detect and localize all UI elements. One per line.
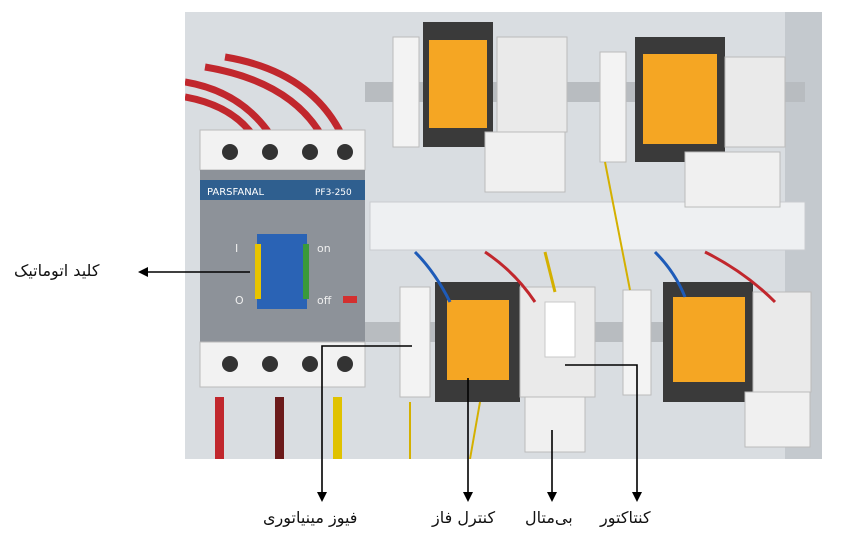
label-miniature-fuse: فیوز مینیاتوری bbox=[263, 508, 358, 527]
label-bimetal: بی‌متال bbox=[525, 508, 573, 527]
top-row-components bbox=[392, 22, 786, 208]
main-breaker: PARSFANAL PF3-250 I on O off bbox=[199, 129, 366, 388]
svg-text:I: I bbox=[235, 242, 238, 255]
label-contactor: کنتاکتور bbox=[600, 508, 651, 527]
svg-text:O: O bbox=[235, 294, 244, 307]
svg-text:PF3-250: PF3-250 bbox=[315, 188, 352, 198]
svg-text:off: off bbox=[317, 294, 332, 307]
panel-photo: PARSFANAL PF3-250 I on O off bbox=[185, 12, 822, 459]
bottom-row-components bbox=[399, 282, 812, 453]
panel-illustration: PARSFANAL PF3-250 I on O off bbox=[185, 12, 822, 459]
label-automatic-switch: کلید اتوماتیک bbox=[14, 261, 100, 280]
svg-text:PARSFANAL: PARSFANAL bbox=[207, 187, 265, 198]
label-phase-control: کنترل فاز bbox=[432, 508, 496, 527]
svg-text:on: on bbox=[317, 242, 331, 255]
cable-duct bbox=[369, 201, 806, 251]
